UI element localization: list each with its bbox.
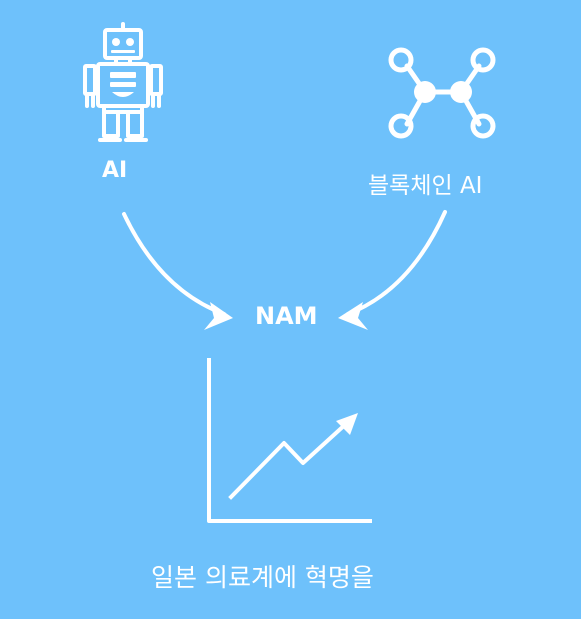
right-curved-arrow (338, 210, 447, 330)
robot-icon (83, 22, 163, 142)
network-nodes-icon (388, 47, 496, 139)
caption-label: 일본 의료계에 혁명을 (151, 563, 374, 592)
nam-label: NAM (255, 302, 318, 330)
blockchain-ai-label: 블록체인 AI (368, 173, 483, 199)
line-chart-up-icon (207, 358, 372, 523)
left-curved-arrow (122, 212, 233, 330)
ai-label: AI (102, 158, 128, 183)
